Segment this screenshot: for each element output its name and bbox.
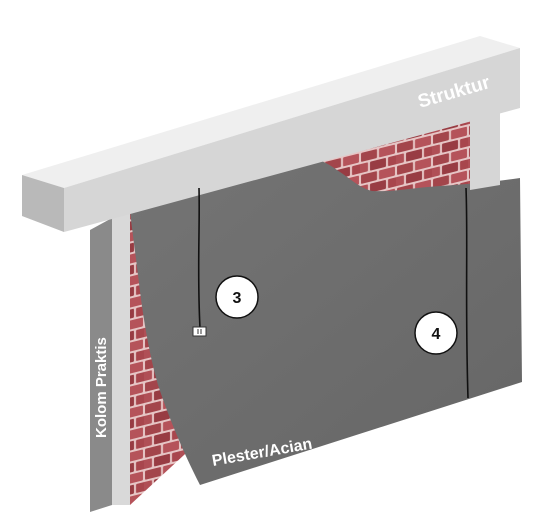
marker-3-text: 3 [233,290,242,307]
wall-joint-line-4 [465,187,469,399]
marker-4-text: 4 [432,326,441,343]
plaster-wall [130,157,522,486]
practical-column [90,210,130,512]
electrical-cable-3 [197,187,201,329]
power-outlet-icon [192,326,207,337]
marker-4: 4 [414,311,458,355]
marker-3: 3 [215,275,259,319]
column-label: Kolom Praktis [93,337,110,438]
structure-beam [22,36,520,232]
